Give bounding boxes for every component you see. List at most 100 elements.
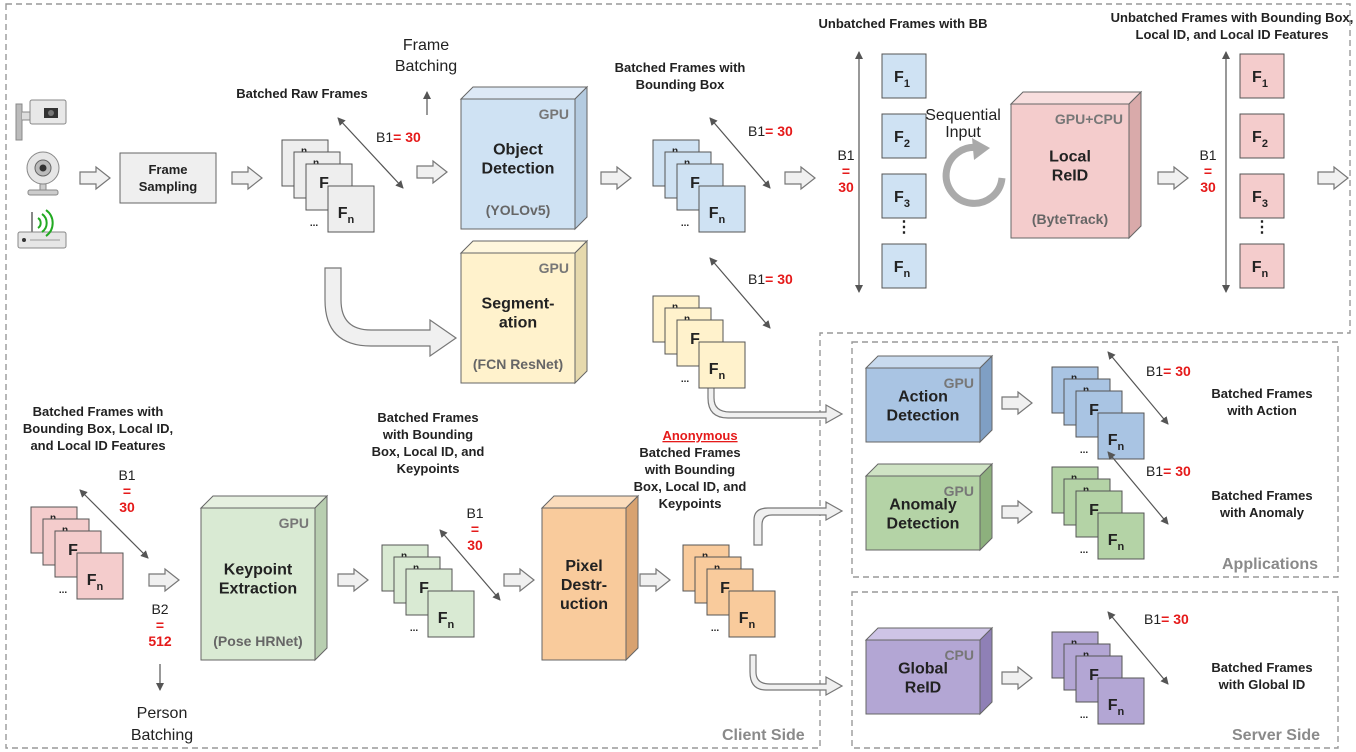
unbatched-full-label: Local ID, and Local ID Features <box>1136 27 1329 42</box>
batch-b1-value: = 30 <box>1163 363 1191 379</box>
action-frames-label: Batched Frames <box>1211 386 1312 401</box>
module-top-face <box>459 240 589 254</box>
server-side-border <box>851 591 1339 749</box>
module-front-face <box>865 639 981 715</box>
batch-value: 30 <box>838 179 854 195</box>
batch-diagonal-arrow <box>79 489 149 559</box>
column-frame-subscript: 2 <box>904 138 910 150</box>
frame-letter: F <box>690 331 700 348</box>
unbatched-bb-label: Unbatched Frames with BB <box>818 16 987 31</box>
column-frame-subscript: n <box>904 268 911 280</box>
batch-value: 30 <box>467 537 483 553</box>
frame-ellipsis: ... <box>410 623 419 634</box>
module-front-face <box>460 252 576 384</box>
frame-letter: F <box>319 175 329 192</box>
module-name: ReID <box>1052 168 1088 185</box>
module-name: Global <box>898 661 948 678</box>
client-side-border <box>5 3 1351 749</box>
module-front-face <box>460 98 576 230</box>
module-name: Keypoint <box>224 562 293 579</box>
anomaly-frames-label: with Anomaly <box>1219 505 1305 520</box>
batch-diagonal-arrow <box>709 257 771 329</box>
frame-sampling-box <box>119 152 217 204</box>
module-side-face <box>979 354 993 444</box>
batch-value: 30 <box>1200 179 1216 195</box>
batch-diagonal-arrow <box>709 117 771 189</box>
seg-frames-stack: nnFFn... <box>652 295 746 389</box>
algorithm-label: (YOLOv5) <box>486 202 551 218</box>
batched-local-id-label: Bounding Box, Local ID, <box>23 421 173 436</box>
curved-arrow-to-global-reid <box>749 654 844 697</box>
module-side-face <box>979 626 993 716</box>
frame-card <box>698 341 746 389</box>
frame-n-subscript: n <box>719 370 726 382</box>
flow-arrows <box>79 91 1349 697</box>
batch-b1-value: = 30 <box>1163 463 1191 479</box>
person-batching-label: Batching <box>131 727 193 744</box>
module-name: ation <box>499 315 537 332</box>
frame-n-subscript: n <box>448 619 455 631</box>
module-top-face <box>864 355 994 369</box>
block-arrow <box>1317 165 1349 191</box>
bb-frames-stack: nnFFn... <box>652 139 746 233</box>
block-arrow <box>148 567 180 593</box>
hardware-label: GPU <box>539 260 569 276</box>
batch-b1-value: = 30 <box>393 129 421 145</box>
module-top-face <box>864 627 994 641</box>
batched-keypoints-label: Box, Local ID, and <box>372 444 485 459</box>
batch-b1-value: = 30 <box>765 271 793 287</box>
batched-frames-bb-label: Batched Frames with <box>615 60 746 75</box>
column-frame-subscript: 1 <box>904 78 910 90</box>
module-side-face <box>314 494 328 662</box>
batch-name: B1 <box>1199 147 1216 163</box>
module-name: ReID <box>905 680 941 697</box>
module-front-face <box>541 507 627 661</box>
batched-local-id-label: Batched Frames with <box>33 404 164 419</box>
block-arrow <box>1001 390 1033 416</box>
batch-b1-value: = 30 <box>765 123 793 139</box>
module-top-face <box>459 86 589 100</box>
frame-ellipsis: ... <box>310 218 319 229</box>
batch-b1-label: B1= 30 <box>1146 463 1191 479</box>
batch-b1-value: = 30 <box>1161 611 1189 627</box>
module-side-face <box>1128 90 1142 240</box>
sequential-input-label: Sequential <box>925 107 1001 124</box>
global-id-frames-label: with Global ID <box>1218 677 1306 692</box>
block-arrow <box>1001 665 1033 691</box>
action-frames-stack: nnFFn... <box>1051 366 1145 460</box>
batch-name: B2 <box>151 601 168 617</box>
frame-ellipsis: ... <box>681 218 690 229</box>
block-arrow <box>79 165 111 191</box>
frame-n-subscript: n <box>749 619 756 631</box>
applications-border <box>851 341 1339 578</box>
column-frame <box>1239 53 1285 99</box>
frame-ellipsis: ... <box>711 623 720 634</box>
keypoint-frames-stack: nnFFn... <box>381 544 475 638</box>
frame-card <box>1097 677 1145 725</box>
module-top-face <box>1009 91 1143 105</box>
frame-card <box>728 590 776 638</box>
anon-frames-stack: nnFFn... <box>682 544 776 638</box>
module-name: Destr- <box>561 577 607 594</box>
batch-diagonal-arrow <box>1107 451 1169 525</box>
block-arrow <box>784 165 816 191</box>
module-front-face <box>200 507 316 661</box>
column-frame <box>1239 243 1285 289</box>
block-arrow <box>503 567 535 593</box>
frame-letter: F <box>1089 502 1099 519</box>
frame-letter: F <box>690 175 700 192</box>
module-front-face <box>865 367 981 443</box>
frame-ellipsis: ... <box>1080 710 1089 721</box>
column-frame <box>1239 173 1285 219</box>
hardware-label: GPU <box>279 515 309 531</box>
column-frame <box>881 173 927 219</box>
module-top-face <box>199 495 329 509</box>
wifi-router-icon <box>17 209 67 249</box>
frame-ellipsis: ... <box>1080 545 1089 556</box>
